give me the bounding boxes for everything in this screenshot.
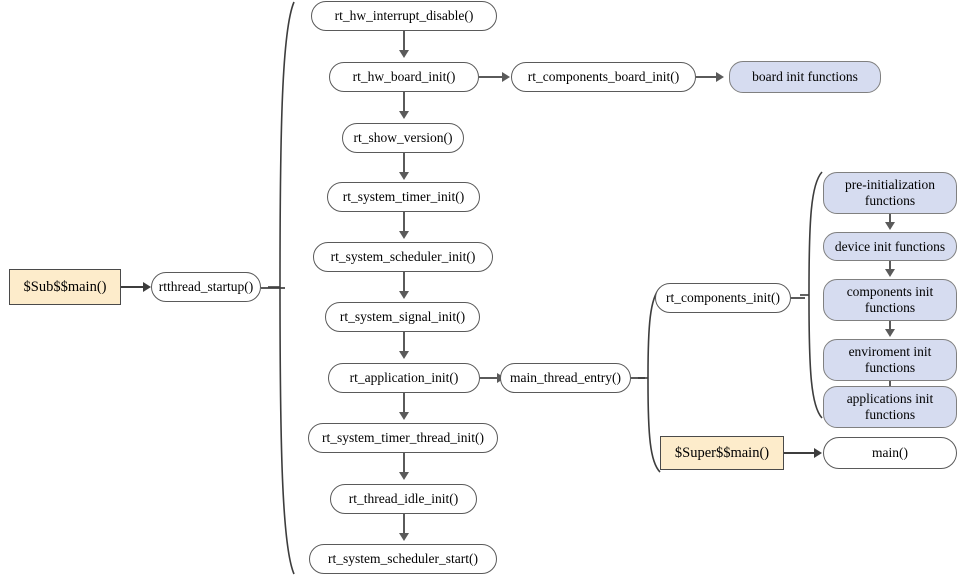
arrowhead-init-0-1 xyxy=(885,222,895,230)
arrowhead-chain-7-8 xyxy=(399,472,409,480)
node-main-thread-entry[interactable]: main_thread_entry() xyxy=(500,363,631,393)
edge-chain-5-6 xyxy=(403,332,405,354)
edge-chain-6-7 xyxy=(403,393,405,415)
arrowhead-sub-main-to-startup xyxy=(143,282,151,292)
node-rt-components-init[interactable]: rt_components_init() xyxy=(655,283,791,313)
edge-chain-2-3 xyxy=(403,153,405,175)
node-rt-application-init[interactable]: rt_application_init() xyxy=(328,363,480,393)
arrowhead-chain-8-9 xyxy=(399,533,409,541)
node-rt-system-scheduler-init[interactable]: rt_system_scheduler_init() xyxy=(313,242,493,272)
edge-chain-0-1 xyxy=(403,31,405,53)
edge-init-1-2 xyxy=(889,261,891,273)
node-rt-hw-board-init[interactable]: rt_hw_board_init() xyxy=(329,62,479,92)
node-rt-components-board-init[interactable]: rt_components_board_init() xyxy=(511,62,696,92)
arrowhead-init-1-2 xyxy=(885,269,895,277)
arrowhead-chain-5-6 xyxy=(399,351,409,359)
arrowhead-chain-1-2 xyxy=(399,111,409,119)
node-components-init-functions[interactable]: components init functions xyxy=(823,279,957,321)
edge-application-init-to-main-thread-entry xyxy=(480,377,502,379)
node-applications-init-functions[interactable]: applications init functions xyxy=(823,386,957,428)
arrowhead-chain-4-5 xyxy=(399,291,409,299)
brace-init-functions-group xyxy=(800,170,826,420)
arrowhead-to-components-board-init xyxy=(502,72,510,82)
node-pre-initialization-functions[interactable]: pre-initialization functions xyxy=(823,172,957,214)
node-rt-show-version[interactable]: rt_show_version() xyxy=(342,123,464,153)
node-rt-system-signal-init[interactable]: rt_system_signal_init() xyxy=(325,302,480,332)
node-sub-main[interactable]: $Sub$$main() xyxy=(9,269,121,305)
node-main[interactable]: main() xyxy=(823,437,957,469)
edge-components-board-init-to-board-functions xyxy=(696,76,722,78)
brace-main-thread-entry-group xyxy=(638,286,664,474)
arrowhead-chain-3-4 xyxy=(399,231,409,239)
edge-chain-7-8 xyxy=(403,453,405,475)
node-rt-system-timer-init[interactable]: rt_system_timer_init() xyxy=(327,182,480,212)
edge-board-init-to-components-board-init xyxy=(479,76,507,78)
edge-init-2-3 xyxy=(889,321,891,333)
node-rt-hw-interrupt-disable[interactable]: rt_hw_interrupt_disable() xyxy=(311,1,497,31)
node-rt-thread-idle-init[interactable]: rt_thread_idle_init() xyxy=(330,484,477,514)
edge-chain-8-9 xyxy=(403,514,405,536)
edge-init-0-1 xyxy=(889,214,891,226)
arrowhead-chain-6-7 xyxy=(399,412,409,420)
node-rtthread-startup[interactable]: rtthread_startup() xyxy=(151,272,261,302)
node-super-main[interactable]: $Super$$main() xyxy=(660,436,784,470)
node-device-init-functions[interactable]: device init functions xyxy=(823,232,957,261)
node-rt-system-timer-thread-init[interactable]: rt_system_timer_thread_init() xyxy=(308,423,498,453)
node-board-init-functions[interactable]: board init functions xyxy=(729,61,881,93)
arrowhead-super-main-to-main xyxy=(814,448,822,458)
arrowhead-chain-0-1 xyxy=(399,50,409,58)
edge-components-init-to-brace xyxy=(791,297,805,299)
edge-chain-3-4 xyxy=(403,212,405,234)
edge-startup-to-brace xyxy=(261,287,285,289)
edge-sub-main-to-startup xyxy=(121,286,145,288)
arrowhead-to-board-functions xyxy=(716,72,724,82)
edge-chain-4-5 xyxy=(403,272,405,294)
node-enviroment-init-functions[interactable]: enviroment init functions xyxy=(823,339,957,381)
arrowhead-chain-2-3 xyxy=(399,172,409,180)
node-rt-system-scheduler-start[interactable]: rt_system_scheduler_start() xyxy=(309,544,497,574)
brace-startup-chain xyxy=(268,0,298,576)
arrowhead-init-2-3 xyxy=(885,329,895,337)
edge-super-main-to-main xyxy=(784,452,820,454)
edge-chain-1-2 xyxy=(403,92,405,114)
